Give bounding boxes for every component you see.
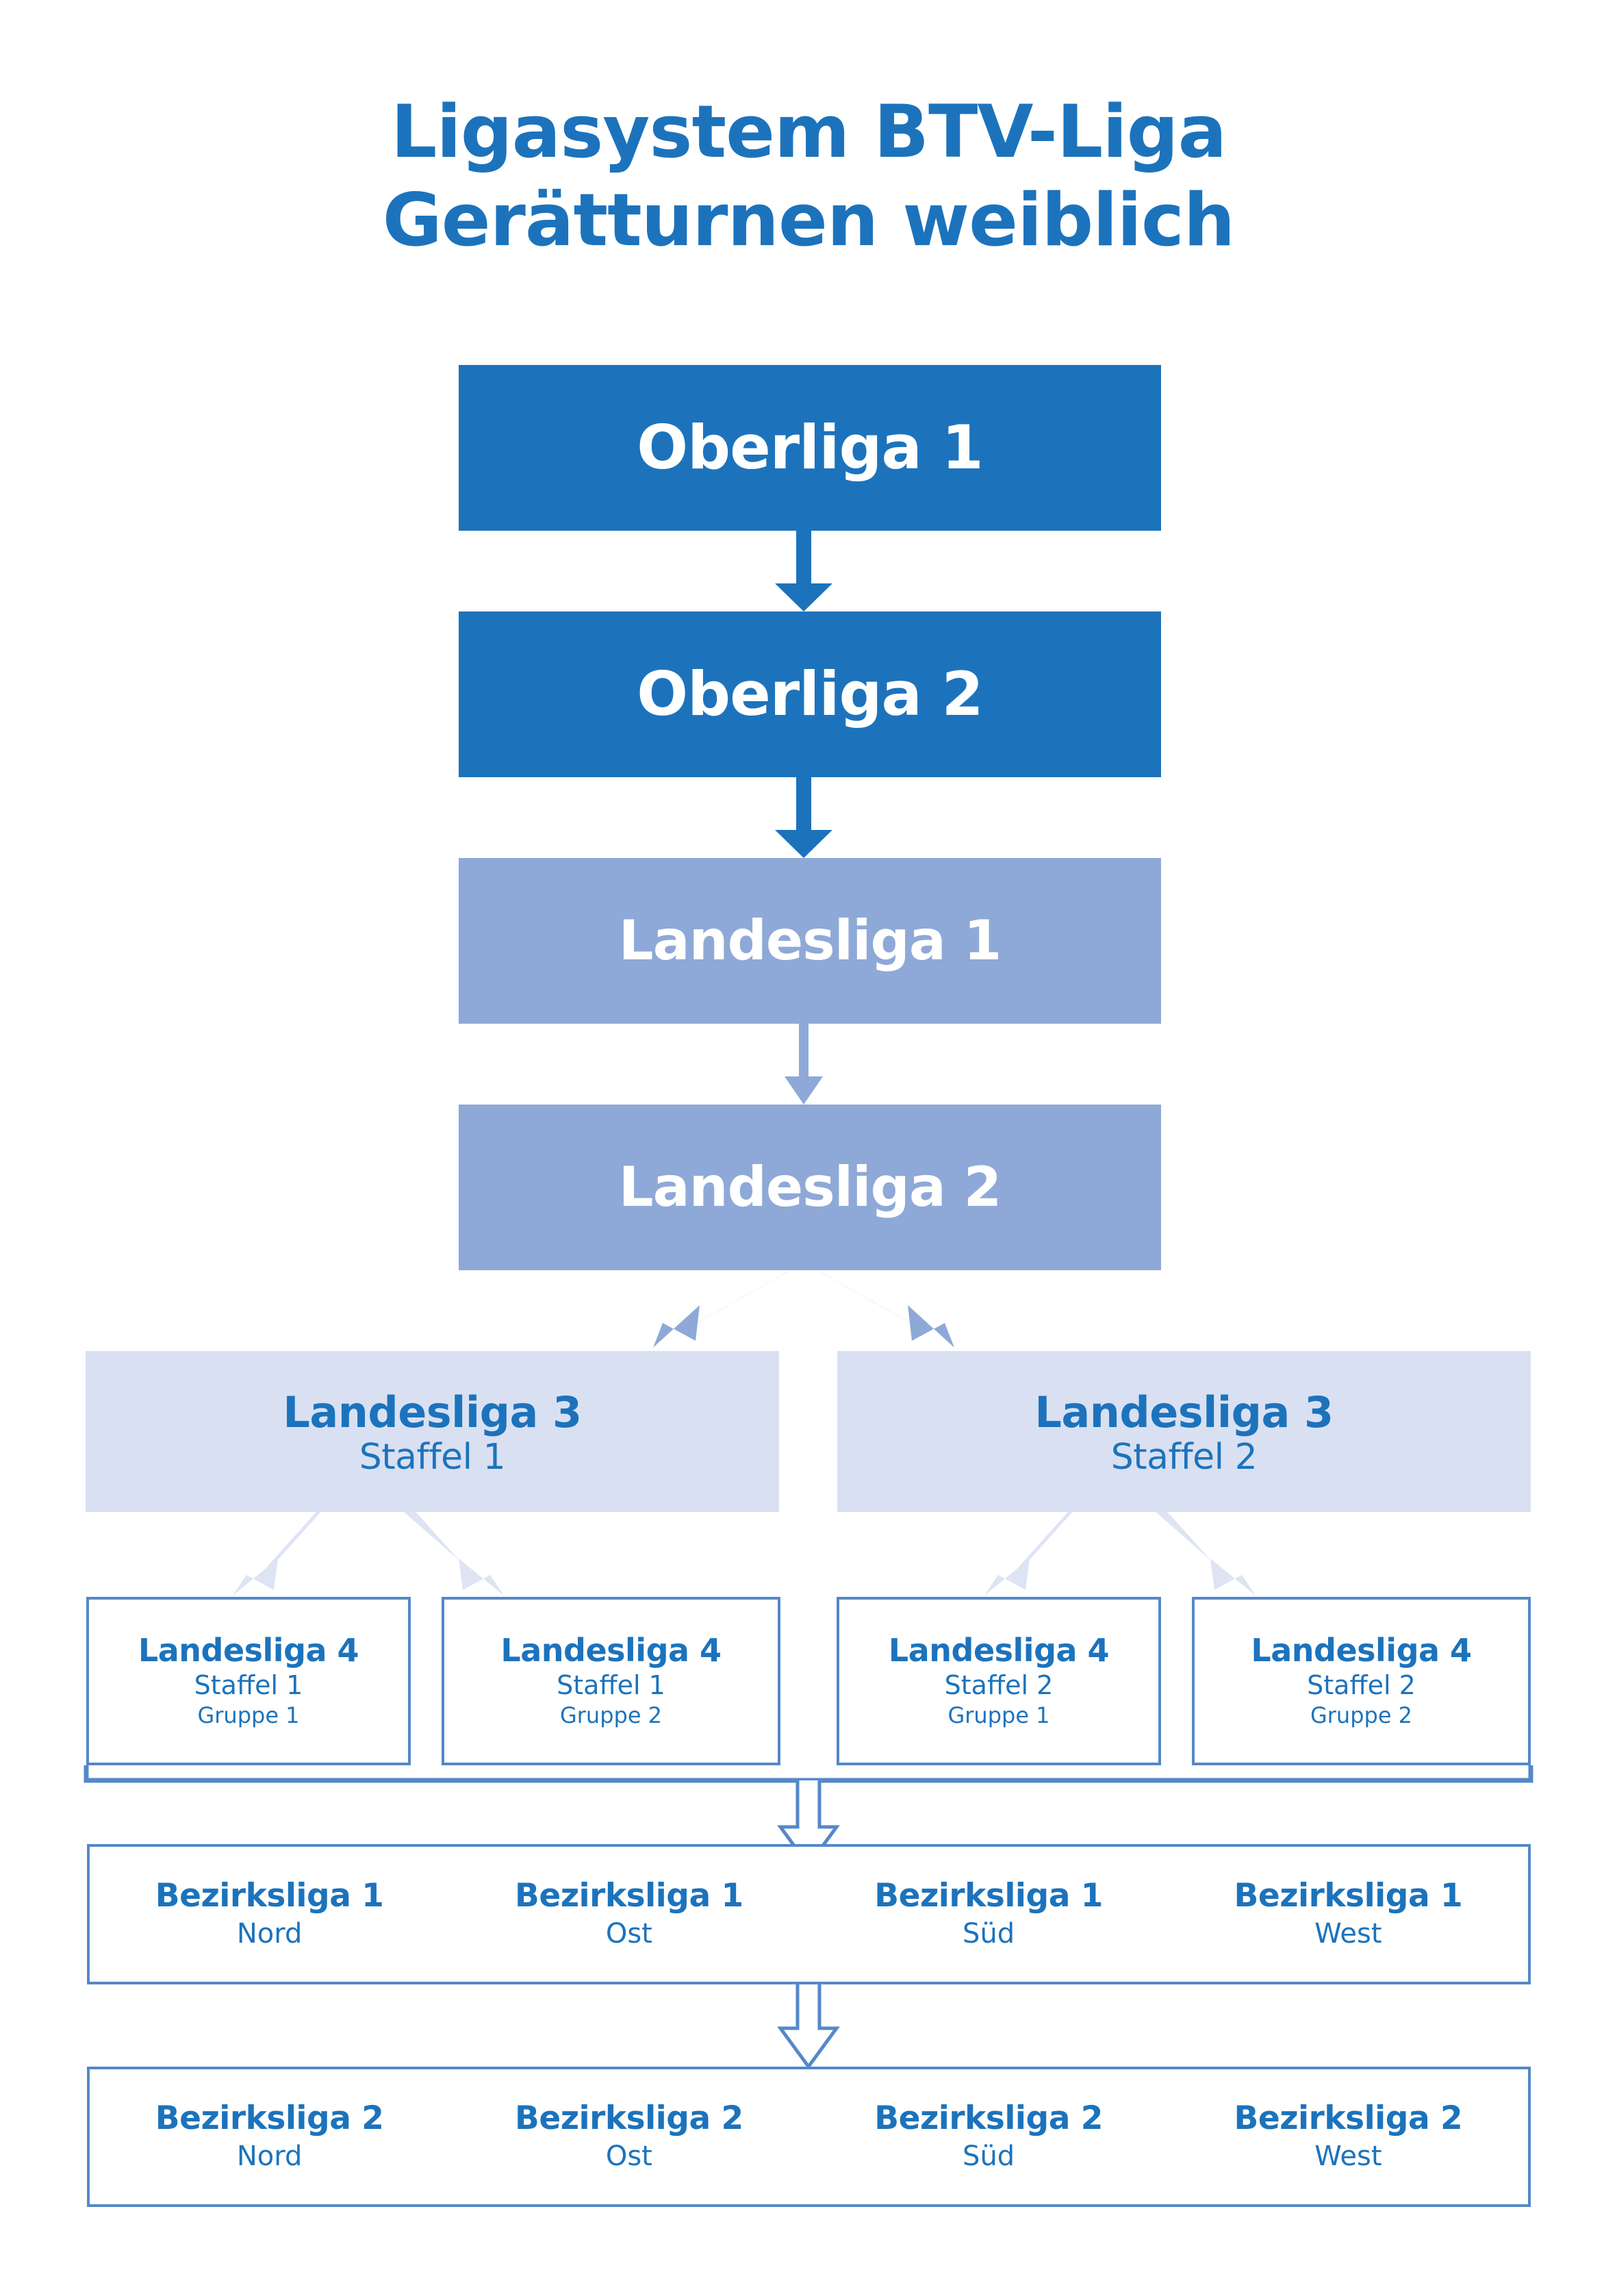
- cell-bezirksliga-1-west-region: West: [1314, 1917, 1382, 1950]
- box-landesliga-3-staffel-1[interactable]: Landesliga 3 Staffel 1: [86, 1351, 779, 1512]
- box-landesliga-2[interactable]: Landesliga 2: [459, 1105, 1161, 1270]
- cell-bezirksliga-2-west-region: West: [1314, 2140, 1382, 2172]
- cell-bezirksliga-2-ost-region: Ost: [605, 2140, 652, 2172]
- box-landesliga-4-s1-g1-title: Landesliga 4: [138, 1632, 359, 1669]
- box-landesliga-2-title: Landesliga 2: [618, 1155, 1002, 1219]
- box-landesliga-4-s2-g1-staffel: Staffel 2: [944, 1669, 1054, 1700]
- box-landesliga-3-staffel-1-title: Landesliga 3: [283, 1387, 582, 1438]
- box-landesliga-1-title: Landesliga 1: [618, 909, 1002, 972]
- box-landesliga-3-staffel-1-staffel: Staffel 1: [359, 1436, 506, 1478]
- cell-bezirksliga-2-ost-title: Bezirksliga 2: [515, 2099, 743, 2138]
- cell-bezirksliga-2-sued-region: Süd: [963, 2140, 1015, 2172]
- cell-bezirksliga-1-nord-region: Nord: [236, 1917, 303, 1950]
- arrow-landesliga1-to-landesliga2: [785, 1024, 823, 1105]
- box-landesliga-4-s1-g1[interactable]: Landesliga 4 Staffel 1 Gruppe 1: [86, 1597, 411, 1765]
- arrow-landesliga2-to-landesliga3-staffel2: [807, 1265, 954, 1348]
- cell-bezirksliga-1-sued-region: Süd: [963, 1917, 1015, 1950]
- box-landesliga-4-s2-g2[interactable]: Landesliga 4 Staffel 2 Gruppe 2: [1192, 1597, 1531, 1765]
- cell-bezirksliga-1-ost-region: Ost: [605, 1917, 652, 1950]
- box-landesliga-3-staffel-2-title: Landesliga 3: [1034, 1387, 1334, 1438]
- cell-bezirksliga-2-nord[interactable]: Bezirksliga 2 Nord: [90, 2099, 449, 2173]
- box-landesliga-4-s1-g2[interactable]: Landesliga 4 Staffel 1 Gruppe 2: [442, 1597, 780, 1765]
- cell-bezirksliga-2-nord-title: Bezirksliga 2: [155, 2099, 384, 2138]
- box-oberliga-1-title: Oberliga 1: [637, 412, 983, 483]
- cell-bezirksliga-1-sued[interactable]: Bezirksliga 1 Süd: [809, 1877, 1169, 1951]
- cell-bezirksliga-1-ost-title: Bezirksliga 1: [515, 1877, 743, 1915]
- cell-bezirksliga-2-west[interactable]: Bezirksliga 2 West: [1169, 2099, 1528, 2173]
- box-oberliga-2[interactable]: Oberliga 2: [459, 611, 1161, 777]
- box-landesliga-3-staffel-2-staffel: Staffel 2: [1110, 1436, 1258, 1478]
- box-landesliga-4-s2-g2-gruppe: Gruppe 2: [1310, 1702, 1413, 1729]
- page-title: Ligasystem BTV-Liga Gerätturnen weiblich: [0, 88, 1617, 265]
- box-landesliga-4-s1-g1-staffel: Staffel 1: [194, 1669, 303, 1700]
- box-landesliga-4-s1-g2-staffel: Staffel 1: [557, 1669, 665, 1700]
- box-landesliga-4-s2-g1[interactable]: Landesliga 4 Staffel 2 Gruppe 1: [837, 1597, 1161, 1765]
- box-landesliga-4-s1-g1-gruppe: Gruppe 1: [197, 1702, 300, 1729]
- box-landesliga-4-s2-g1-title: Landesliga 4: [888, 1632, 1110, 1669]
- cell-bezirksliga-2-nord-region: Nord: [236, 2140, 303, 2172]
- cell-bezirksliga-1-west-title: Bezirksliga 1: [1234, 1877, 1463, 1915]
- box-landesliga-4-s1-g2-gruppe: Gruppe 2: [559, 1702, 663, 1729]
- box-landesliga-3-staffel-2[interactable]: Landesliga 3 Staffel 2: [837, 1351, 1531, 1512]
- cell-bezirksliga-1-ost[interactable]: Bezirksliga 1 Ost: [449, 1877, 808, 1951]
- arrow-oberliga1-to-oberliga2: [775, 531, 832, 611]
- box-landesliga-1[interactable]: Landesliga 1: [459, 858, 1161, 1024]
- box-landesliga-4-s2-g2-staffel: Staffel 2: [1307, 1669, 1416, 1700]
- arrow-landesliga3-s2-to-landesliga4-g2: [1156, 1508, 1256, 1595]
- cell-bezirksliga-1-nord[interactable]: Bezirksliga 1 Nord: [90, 1877, 449, 1951]
- box-oberliga-2-title: Oberliga 2: [637, 659, 983, 729]
- box-landesliga-4-s2-g2-title: Landesliga 4: [1251, 1632, 1472, 1669]
- arrow-bezirksliga1-to-bezirksliga2: [777, 1984, 840, 2070]
- cell-bezirksliga-1-sued-title: Bezirksliga 1: [874, 1877, 1103, 1915]
- cell-bezirksliga-1-west[interactable]: Bezirksliga 1 West: [1169, 1877, 1528, 1951]
- cell-bezirksliga-2-sued-title: Bezirksliga 2: [874, 2099, 1103, 2138]
- box-oberliga-1[interactable]: Oberliga 1: [459, 365, 1161, 531]
- arrow-landesliga2-to-landesliga3-staffel1: [653, 1265, 800, 1348]
- cell-bezirksliga-2-ost[interactable]: Bezirksliga 2 Ost: [449, 2099, 808, 2173]
- arrow-oberliga2-to-landesliga1: [775, 777, 832, 858]
- cell-bezirksliga-1-nord-title: Bezirksliga 1: [155, 1877, 384, 1915]
- arrow-landesliga3-s1-to-landesliga4-g2: [404, 1508, 504, 1595]
- arrow-landesliga3-s1-to-landesliga4-g1: [233, 1508, 324, 1595]
- cell-bezirksliga-2-sued[interactable]: Bezirksliga 2 Süd: [809, 2099, 1169, 2173]
- box-landesliga-4-s1-g2-title: Landesliga 4: [500, 1632, 722, 1669]
- arrow-landesliga3-s2-to-landesliga4-g1: [984, 1508, 1076, 1595]
- page-title-line-2: Gerätturnen weiblich: [382, 178, 1236, 263]
- page-title-line-1: Ligasystem BTV-Liga: [390, 90, 1227, 174]
- box-landesliga-4-s2-g1-gruppe: Gruppe 1: [947, 1702, 1050, 1729]
- row-bezirksliga-1[interactable]: Bezirksliga 1 Nord Bezirksliga 1 Ost Bez…: [87, 1844, 1531, 1984]
- cell-bezirksliga-2-west-title: Bezirksliga 2: [1234, 2099, 1463, 2138]
- row-bezirksliga-2[interactable]: Bezirksliga 2 Nord Bezirksliga 2 Ost Bez…: [87, 2067, 1531, 2207]
